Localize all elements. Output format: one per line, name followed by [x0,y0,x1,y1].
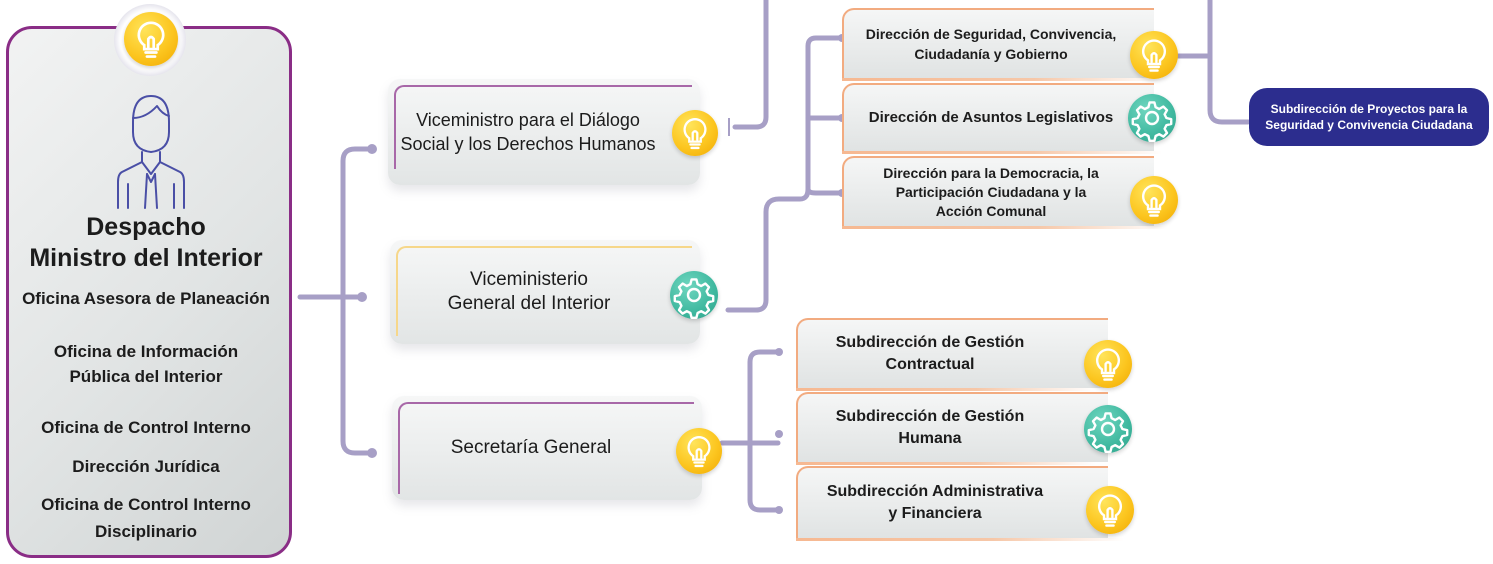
lightbulb-icon [124,12,178,66]
secretaria-general-label: Secretaría General [450,437,612,458]
direccion-seguridad-label: Dirección de Seguridad, Convivencia,Ciud… [865,26,1117,62]
office-informacion-line2: Pública del Interior [69,367,223,386]
office-planeacion: Oficina Asesora de Planeación [22,289,270,308]
office-control-interno: Oficina de Control Interno [41,418,251,437]
minister-title-line2: Ministro del Interior [29,244,263,272]
lightbulb-icon [676,428,722,474]
minister-title-line1: Despacho [86,213,206,241]
gear-icon [1084,405,1132,453]
office-juridica: Dirección Jurídica [72,457,220,476]
office-disciplinario-line1: Oficina de Control Interno [41,495,251,514]
gear-icon [1128,94,1176,142]
lightbulb-icon [1130,176,1178,224]
direccion-asuntos-legislativos-card: Dirección de Asuntos Legislativos [842,83,1162,154]
secretaria-general-card: Secretaría General [392,396,702,500]
office-disciplinario-line2: Disciplinario [94,522,198,541]
lightbulb-icon [1086,486,1134,534]
direccion-seguridad-card: Dirección de Seguridad, Convivencia,Ciud… [842,8,1162,81]
person-icon [117,95,185,209]
lightbulb-icon [1130,31,1178,79]
gear-icon [670,271,718,319]
lightbulb-icon [672,110,718,156]
office-informacion-line1: Oficina de Información [53,342,239,361]
minister-office-panel [6,26,292,558]
direccion-asuntos-legislativos-label: Dirección de Asuntos Legislativos [868,109,1114,126]
lightbulb-icon [1084,340,1132,388]
